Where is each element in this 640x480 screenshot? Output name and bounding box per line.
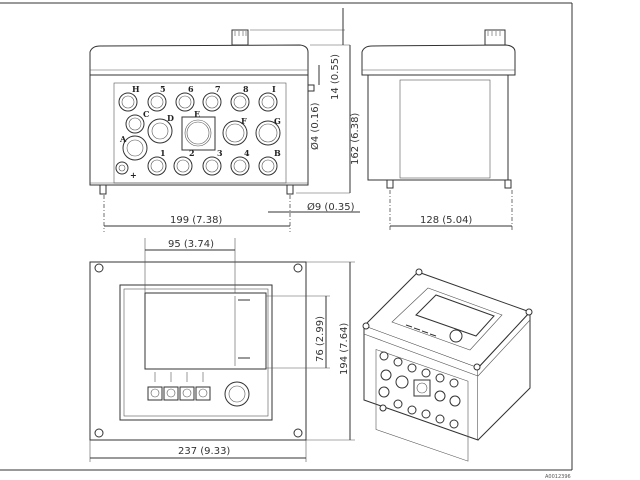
cable-glands	[115, 92, 281, 176]
svg-text:C: C	[143, 109, 149, 119]
housing-isometric-view	[362, 268, 533, 462]
dim-side-depth: 128 (5.04)	[420, 215, 472, 226]
gland-labels: H 5 6 7 8 I C D E F G A 1 2 3 4 B +	[119, 84, 281, 180]
svg-text:4: 4	[244, 148, 250, 158]
dim-top-height: 162 (6.38)	[350, 113, 361, 165]
lid	[89, 44, 309, 76]
svg-text:F: F	[241, 116, 247, 126]
svg-text:5: 5	[160, 84, 166, 94]
soft-keys	[147, 372, 211, 401]
dim-top-width: 199 (7.38)	[170, 215, 222, 226]
svg-text:2: 2	[189, 148, 195, 158]
housing-bottom-view: H 5 6 7 8 I C D E F G A 1 2 3 4 B +	[89, 8, 361, 232]
svg-text:8: 8	[243, 84, 249, 94]
svg-text:1: 1	[160, 148, 166, 158]
svg-text:B: B	[274, 148, 281, 158]
knob	[231, 29, 249, 46]
display	[144, 292, 267, 370]
dim-hole: Ø4 (0.16)	[309, 102, 321, 150]
svg-text:I: I	[272, 84, 276, 94]
dim-front-width: 237 (9.33)	[178, 446, 230, 457]
dim-display-width: 95 (3.74)	[168, 239, 214, 250]
drawing-code: A0012396	[545, 474, 571, 480]
dim-knob-height: 14 (0.55)	[330, 54, 341, 100]
navigator-knob	[224, 381, 250, 407]
svg-text:7: 7	[215, 84, 221, 94]
svg-text:A: A	[119, 134, 127, 144]
housing-side-view: 128 (5.04)	[361, 29, 516, 232]
svg-text:D: D	[167, 113, 174, 123]
svg-text:G: G	[274, 116, 281, 126]
svg-text:E: E	[194, 109, 200, 119]
dim-foot: Ø9 (0.35)	[307, 201, 355, 213]
dim-display-height: 76 (2.99)	[315, 316, 326, 362]
svg-text:6: 6	[188, 84, 194, 94]
svg-text:+: +	[130, 170, 137, 180]
housing-front-view: 95 (3.74) 76 (2.99) 194 (7.64) 237 (9.33…	[89, 238, 355, 462]
svg-text:3: 3	[217, 148, 223, 158]
dim-front-height: 194 (7.64)	[339, 323, 350, 375]
svg-text:H: H	[132, 84, 140, 94]
